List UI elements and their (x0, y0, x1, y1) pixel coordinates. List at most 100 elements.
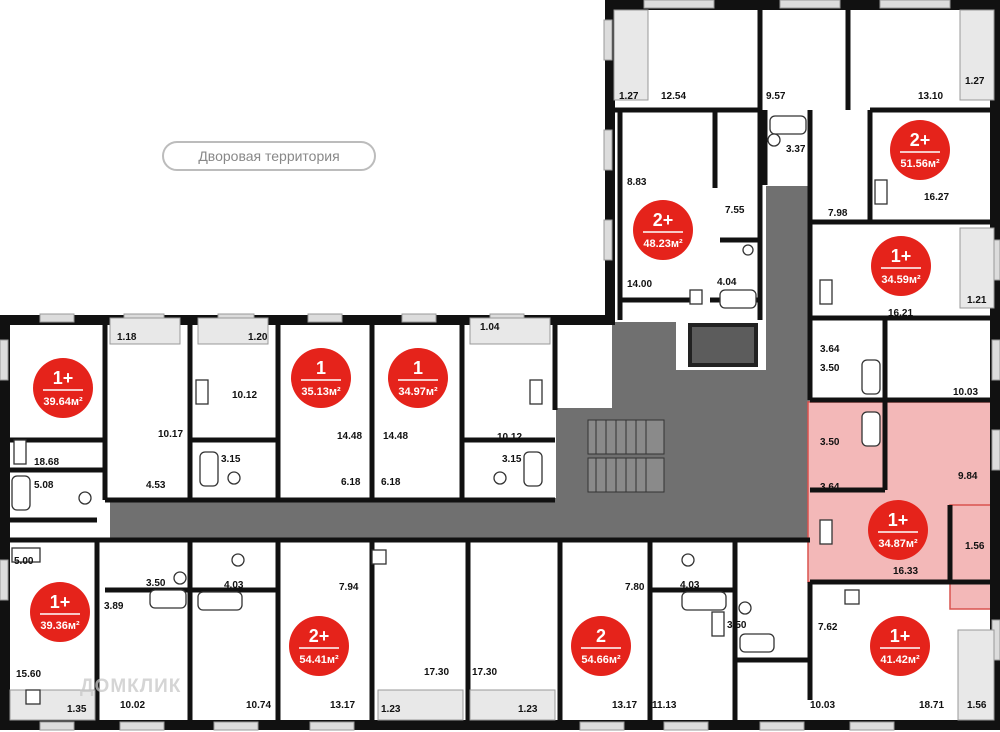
room-area-label: 1.23 (381, 704, 401, 715)
room-area-label: 4.03 (224, 580, 244, 591)
apartment-badge-circle[interactable] (388, 348, 448, 408)
room-area-label: 10.12 (497, 432, 522, 443)
room-area-label: 7.80 (625, 582, 645, 593)
room-area-label: 18.68 (34, 457, 59, 468)
room-area-label: 7.55 (725, 205, 745, 216)
apartment-badge-circle[interactable] (30, 582, 90, 642)
room-area-label: 10.17 (158, 429, 183, 440)
room-area-label: 1.23 (518, 704, 538, 715)
apartment-badge-circle[interactable] (633, 200, 693, 260)
apartment-badge-circle[interactable] (291, 348, 351, 408)
room-area-label: 4.03 (680, 580, 700, 591)
apartment-badge-a9[interactable]: 2+54.41м² (289, 616, 349, 676)
apartment-badge-a2[interactable]: 135.13м² (291, 348, 351, 408)
room-area-label: 16.27 (924, 192, 949, 203)
apartment-badge-a1[interactable]: 1+ 39.64м² (33, 358, 93, 418)
room-area-label: 1.18 (117, 332, 137, 343)
apartment-rooms-label: 2 (596, 626, 606, 646)
room-area-label: 1.56 (967, 700, 987, 711)
room-area-label: 13.17 (612, 700, 637, 711)
room-area-label: 7.98 (828, 208, 848, 219)
apartment-rooms-label: 1+ (50, 592, 71, 612)
room-area-label: 1.27 (965, 76, 985, 87)
apartment-rooms-label: 2+ (910, 130, 931, 150)
apartment-badge-circle[interactable] (571, 616, 631, 676)
apartment-badge-circle[interactable] (289, 616, 349, 676)
apartment-badge-a7[interactable]: 1+ 34.87м² (868, 500, 928, 560)
apartment-area-label: 51.56м² (900, 158, 940, 170)
room-area-label: 10.12 (232, 390, 257, 401)
room-area-label: 3.50 (727, 620, 747, 631)
room-area-label: 3.15 (221, 454, 241, 465)
room-area-label: 12.54 (661, 91, 686, 102)
room-area-label: 9.57 (766, 91, 786, 102)
apartment-area-label: 35.13м² (301, 386, 341, 398)
room-area-label: 14.00 (627, 279, 652, 290)
apartment-badge-a11[interactable]: 1+ 41.42м² (870, 616, 930, 676)
room-area-label: 1.04 (480, 322, 500, 333)
room-area-label: 3.15 (502, 454, 522, 465)
elevator (688, 323, 758, 367)
apartment-rooms-label: 1+ (891, 246, 912, 266)
room-area-label: 1.56 (965, 541, 985, 552)
room-area-label: 1.20 (248, 332, 268, 343)
apartment-area-label: 34.59м² (881, 274, 921, 286)
apartment-badge-a4[interactable]: 2+ 48.23м² (633, 200, 693, 260)
room-area-label: 4.04 (717, 277, 737, 288)
room-area-label: 14.48 (337, 431, 362, 442)
room-area-label: 3.64 (820, 344, 840, 355)
room-area-label: 13.10 (918, 91, 943, 102)
apartment-rooms-label: 1+ (890, 626, 911, 646)
room-area-label: 7.62 (818, 622, 838, 633)
room-area-label: 10.74 (246, 700, 271, 711)
room-area-label: 4.53 (146, 480, 166, 491)
apartment-badge-a3[interactable]: 1 34.97м² (388, 348, 448, 408)
apartment-badge-a10[interactable]: 2 54.66м² (571, 616, 631, 676)
apartment-rooms-label: 2+ (309, 626, 330, 646)
apartment-rooms-label: 2+ (653, 210, 674, 230)
room-area-label: 8.83 (627, 177, 647, 188)
apartment-badge-a6[interactable]: 1+ 34.59м² (871, 236, 931, 296)
room-area-label: 15.60 (16, 669, 41, 680)
room-area-label: 13.17 (330, 700, 355, 711)
courtyard-label: Дворовая территория (162, 141, 376, 171)
apartment-badge-circle[interactable] (870, 616, 930, 676)
apartment-badge-circle[interactable] (890, 120, 950, 180)
apartment-rooms-label: 1 (413, 358, 423, 378)
room-area-label: 11.13 (652, 700, 677, 711)
room-area-label: 3.50 (820, 363, 840, 374)
apartment-area-label: 39.64м² (43, 396, 83, 408)
room-area-label: 10.02 (120, 700, 145, 711)
apartment-badge-circle[interactable] (33, 358, 93, 418)
apartment-area-label: 48.23м² (643, 238, 683, 250)
room-area-label: 1.35 (67, 704, 87, 715)
room-area-label: 7.94 (339, 582, 359, 593)
apartment-area-label: 34.97м² (398, 386, 438, 398)
apartment-badge-circle[interactable] (868, 500, 928, 560)
watermark-logo: ДОМКЛИК (80, 676, 182, 697)
apartment-badge-a5[interactable]: 2+ 51.56м² (890, 120, 950, 180)
apartment-badge-circle[interactable] (871, 236, 931, 296)
room-area-label: 10.03 (810, 700, 835, 711)
room-area-label: 16.21 (888, 308, 913, 319)
fixtures (11, 115, 888, 705)
apartment-area-label: 54.66м² (581, 654, 621, 666)
room-area-label: 3.50 (146, 578, 166, 589)
room-area-label: 16.33 (893, 566, 918, 577)
room-area-label: 5.08 (34, 480, 54, 491)
apartment-area-label: 39.36м² (40, 620, 80, 632)
apartment-area-label: 41.42м² (880, 654, 920, 666)
room-area-label: 17.30 (472, 667, 497, 678)
room-area-label: 3.89 (104, 601, 124, 612)
apartment-rooms-label: 1+ (888, 510, 909, 530)
apartment-rooms-label: 1+ (53, 368, 74, 388)
apartment-area-label: 34.87м² (878, 538, 918, 550)
room-area-label: 3.64 (820, 482, 840, 493)
apartment-badge-a8[interactable]: 1+ 39.36м² (30, 582, 90, 642)
room-area-label: 5.00 (14, 556, 34, 567)
